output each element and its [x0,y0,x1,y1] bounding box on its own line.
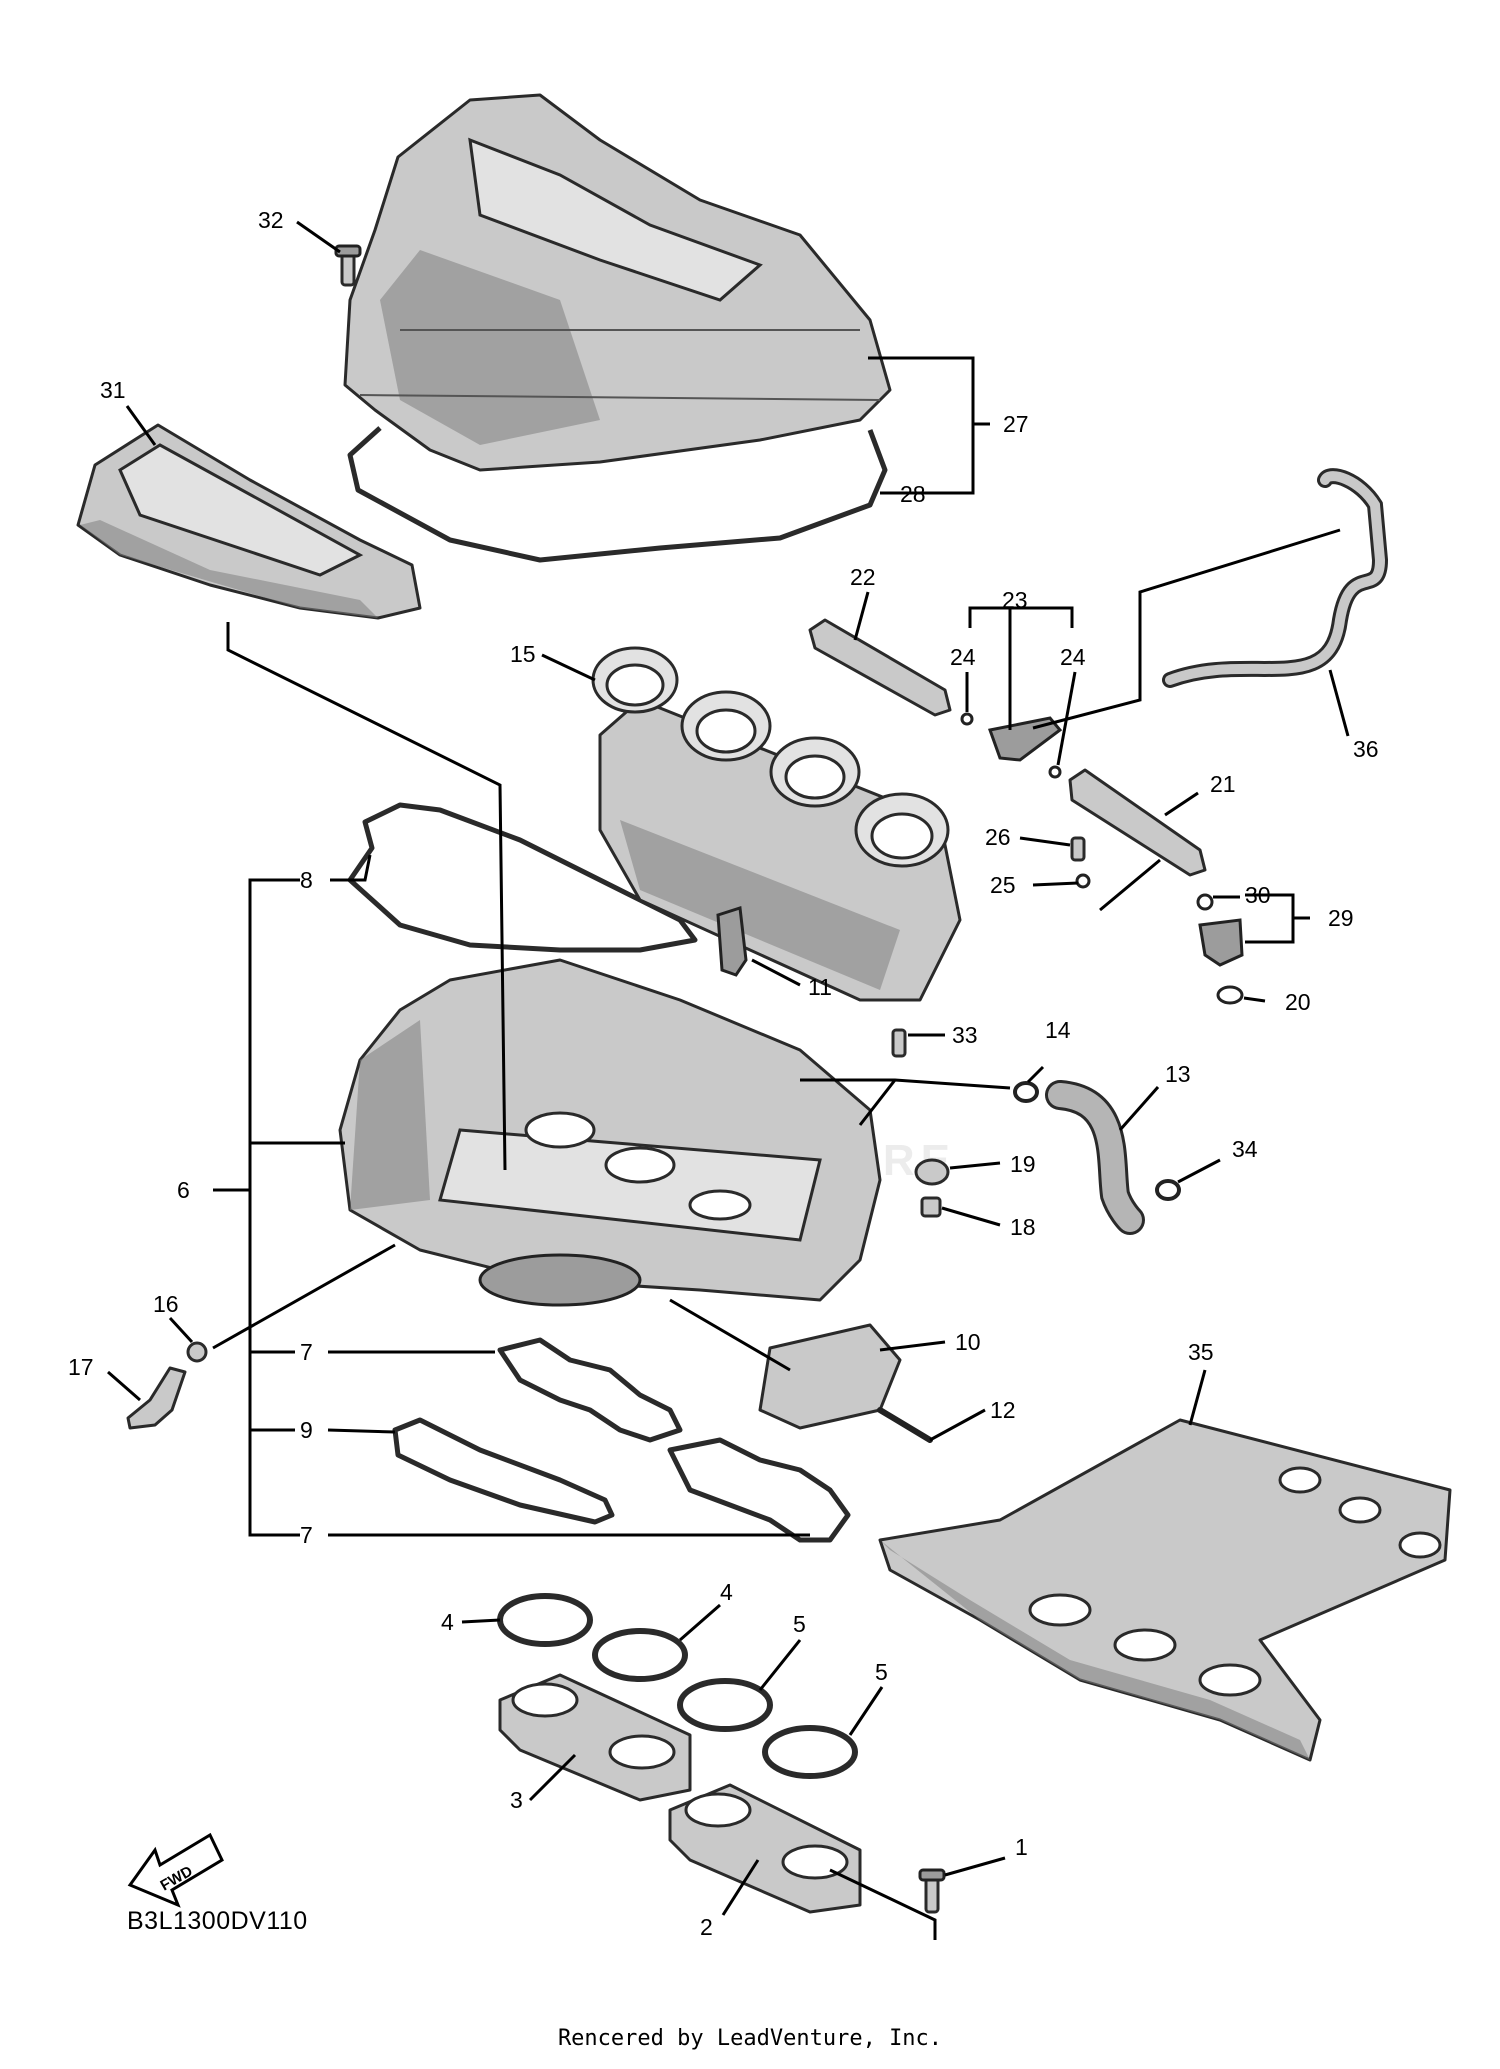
callout-11: 11 [808,974,832,1000]
callout-32: 32 [258,207,284,233]
callout-5-left: 5 [793,1611,806,1637]
upper-fuel-rail-part [808,618,952,717]
callout-21: 21 [1210,771,1236,797]
callout-7-upper: 7 [300,1339,313,1365]
callout-8: 8 [300,867,313,893]
nut-16-part [186,1341,208,1363]
callout-17: 17 [68,1354,94,1380]
o-ring-24-upper-part [960,712,974,726]
callout-33: 33 [952,1022,978,1048]
clamp-4-right-part [592,1628,688,1682]
callout-31: 31 [100,377,126,403]
gasket-7-upper-part [497,1337,683,1443]
callout-25: 25 [990,872,1016,898]
joint-3-part [498,1673,692,1802]
throttle-body-part [591,646,962,1002]
joint-2-part [668,1783,862,1914]
bracket-17-part [126,1366,187,1430]
filter-gasket-part [347,802,698,953]
lower-fuel-rail-part [1068,768,1207,877]
callout-7-lower: 7 [300,1522,313,1548]
bolt-12-part [877,1407,933,1443]
callout-5-right: 5 [875,1659,888,1685]
clamp-5-left-part [677,1678,773,1732]
callout-16: 16 [153,1291,179,1317]
callout-4-left: 4 [441,1609,454,1635]
callout-13: 13 [1165,1061,1191,1087]
clip-20-part [1216,985,1244,1005]
render-credit: Rencered by LeadVenture, Inc. [557,2026,943,2051]
air-filter-element-part [76,423,422,620]
callout-30: 30 [1245,882,1271,908]
callout-18: 18 [1010,1214,1036,1240]
clamp-4-left-part [497,1593,593,1647]
callout-15: 15 [510,641,536,667]
callout-35: 35 [1188,1339,1214,1365]
callout-labels: 1 2 3 4 4 5 5 6 7 7 8 9 10 11 12 13 14 1… [68,207,1379,1940]
callout-3: 3 [510,1787,523,1813]
callout-27: 27 [1003,411,1029,437]
heat-shield-part [878,1418,1452,1762]
callout-19: 19 [1010,1151,1036,1177]
callout-9: 9 [300,1417,313,1443]
callout-14: 14 [1045,1017,1071,1043]
clamp-14-part [1013,1081,1039,1103]
sensor-29-part [1198,918,1244,967]
collar-18-part [920,1196,942,1218]
gasket-7-lower-part [667,1437,851,1543]
callout-22: 22 [850,564,876,590]
callout-29: 29 [1328,905,1354,931]
callout-1: 1 [1015,1834,1028,1860]
callout-20: 20 [1285,989,1311,1015]
leader-lines [107,220,1350,1940]
callout-4-right: 4 [720,1579,733,1605]
callout-10: 10 [955,1329,981,1355]
clamp-34-part [1155,1179,1181,1201]
fuel-hose-part [1162,468,1389,688]
fuel-joint-part [988,716,1063,762]
air-box-cover-part [343,93,892,472]
callout-24-left: 24 [950,644,976,670]
o-ring-30-part [1196,893,1214,911]
callout-2: 2 [700,1914,713,1940]
bolt-33-part [891,1028,907,1058]
rail-bolt-26-part [1070,836,1086,862]
grommet-19-part [914,1158,950,1186]
bolt-1-part [918,1868,946,1914]
rail-washer-25-part [1075,873,1091,889]
air-box-case-part [338,958,882,1307]
callout-26: 26 [985,824,1011,850]
callout-34: 34 [1232,1136,1258,1162]
clamp-5-right-part [762,1725,858,1779]
packing-9-part [392,1417,615,1525]
callout-6: 6 [177,1177,190,1203]
callout-28: 28 [900,481,926,507]
callout-24-right: 24 [1060,644,1086,670]
callout-12: 12 [990,1397,1016,1423]
o-ring-24-lower-part [1048,765,1062,779]
cover-seal-part [347,426,888,563]
sensor-11-part [716,906,748,977]
callout-36: 36 [1353,736,1379,762]
callout-23: 23 [1002,587,1028,613]
diagram-code: B3L1300DV110 [127,1907,308,1935]
forward-arrow-icon: FWD [127,1832,224,1908]
